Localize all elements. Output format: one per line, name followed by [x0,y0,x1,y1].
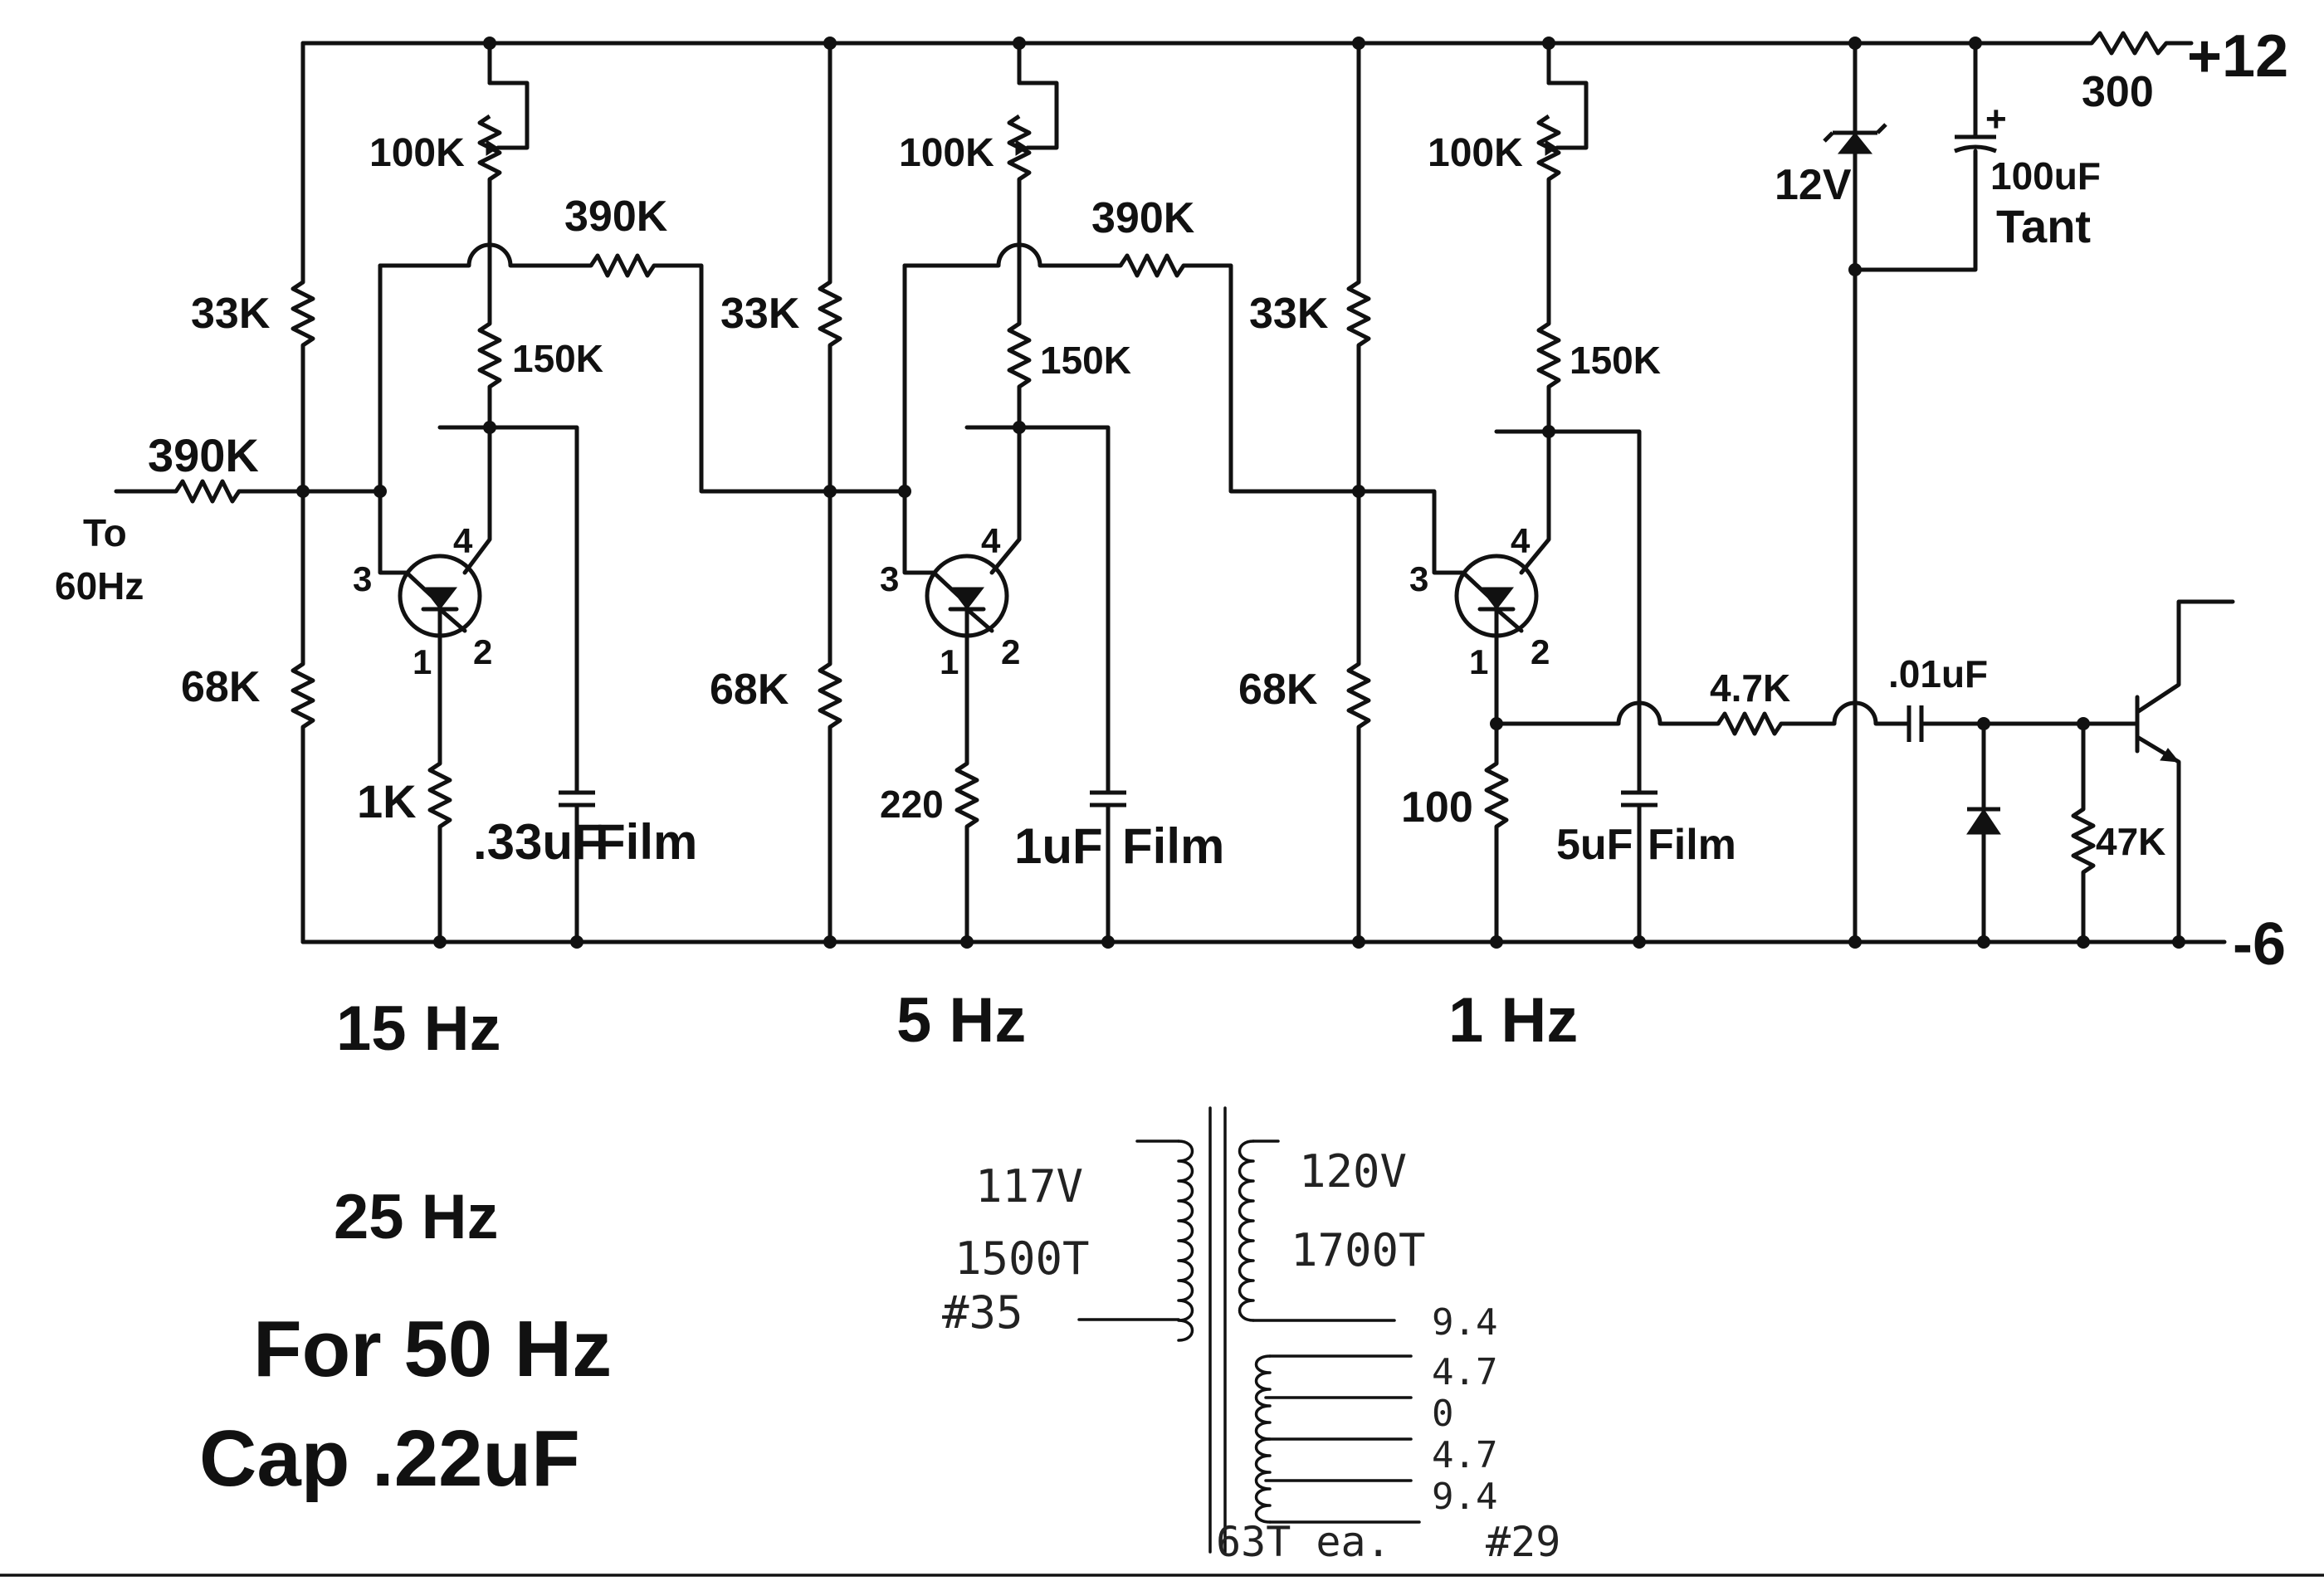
tap-wire-label: #29 [1486,1518,1560,1566]
stage2-series-label: 390K [1091,194,1195,242]
tap-4-label: 4.7 [1432,1434,1497,1476]
tap-5-label: 9.4 [1432,1476,1497,1518]
stage3-cap-type-label: Film [1648,821,1736,869]
plus-12-label: +12 [2187,23,2288,90]
note-50hz: For 50 Hz [253,1305,612,1393]
stage1-pin1: 1 [413,642,432,681]
r-base-47k-label: 47K [2096,820,2165,863]
stage2-cap-label: 1uF [1014,818,1103,874]
input-network [114,479,305,504]
stage3-rbase-label: 150K [1570,339,1661,382]
stage1-cap-type-label: Film [595,814,697,870]
stage2-pin2: 2 [1001,632,1020,671]
secondary-voltage-label: 120V [1299,1145,1407,1198]
stage1-freq-label: 15 Hz [336,993,501,1064]
output-section [1823,41,2235,944]
stage1-rtop-label: 33K [191,290,271,338]
note-cap: Cap .22uF [199,1414,580,1503]
stage2-pin1: 1 [940,642,959,681]
tant-value-label: 100uF [1990,154,2101,198]
stage2-freq-label: 5 Hz [896,985,1026,1056]
stage1-rbot-label: 68K [181,663,261,711]
stage3-rtop-label: 33K [1249,290,1329,338]
rail-resistor-label: 300 [2082,68,2154,116]
stage3-freq-label: 1 Hz [1448,985,1578,1056]
input-60hz-label: 60Hz [55,564,144,608]
tant-type-label: Tant [1996,200,2091,252]
transformer-sketch [1077,1106,1421,1554]
stage3-pin1: 1 [1469,642,1488,681]
stage3-pin3: 3 [1409,559,1428,598]
input-resistor-label: 390K [148,429,259,481]
input-to-label: To [83,511,127,554]
stage3-pin2: 2 [1531,632,1550,671]
positive-rail [300,31,2194,56]
stage2-cap-type-label: Film [1122,818,1224,874]
zener-label: 12V [1775,161,1852,209]
minus-6-label: -6 [2233,911,2286,978]
primary-turns-label: 1500T [954,1232,1090,1285]
stage3-pin4: 4 [1511,521,1531,560]
stage1-series-label: 390K [564,193,668,241]
stage2-pin3: 3 [880,559,899,598]
stage1-pin2: 2 [473,632,492,671]
stage2-pot-label: 100K [899,131,994,175]
primary-voltage-label: 117V [975,1160,1083,1213]
tant-plus-label: + [1985,99,2007,139]
stage2-rbot-label: 68K [710,666,789,714]
stage2-rbase-label: 150K [1040,339,1131,382]
stage2-pin4: 4 [981,521,1001,560]
stage3-rbot-label: 68K [1238,666,1318,714]
primary-wire-label: #35 [942,1286,1023,1339]
stage1-rbase-label: 150K [512,337,603,380]
stage3-pot-label: 100K [1428,131,1523,175]
tap-3-label: 0 [1432,1393,1454,1435]
c-couple-label: .01uF [1888,652,1988,695]
tap-turns-label: 63T ea. [1216,1518,1391,1566]
stage3-emitter-label: 100 [1401,783,1473,832]
stage2-emitter-label: 220 [880,783,944,826]
stage-5hz [818,41,1361,944]
stage1-pin3: 3 [353,559,372,598]
r-couple-label: 4.7K [1710,666,1790,710]
stage1-cap-label: .33uF [473,814,603,870]
tap-2-label: 4.7 [1432,1351,1497,1393]
stage1-emitter-label: 1K [357,775,417,827]
stage2-rtop-label: 33K [720,290,800,338]
stage1-pin4: 4 [453,521,473,560]
stage1-pot-label: 100K [369,131,465,175]
secondary-turns-label: 1700T [1291,1224,1426,1276]
stage3-cap-label: 5uF [1556,821,1633,869]
note-25hz: 25 Hz [334,1182,499,1252]
tap-1-label: 9.4 [1432,1301,1497,1344]
